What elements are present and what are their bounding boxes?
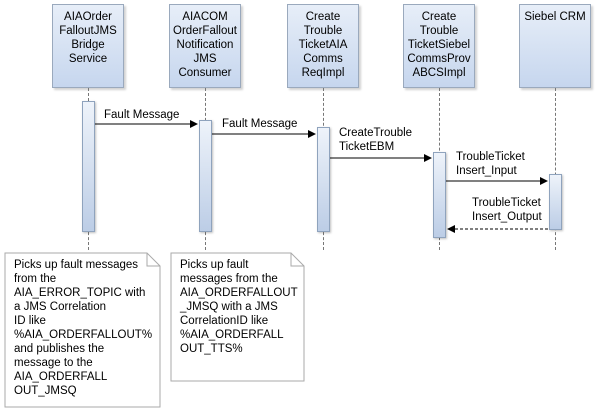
note-line: ID like [14, 315, 46, 327]
note-bridge-service: Picks up fault messages from the AIA_ERR… [4, 252, 161, 408]
message-label-line: TroubleTicket [472, 197, 541, 209]
note-line: OUT_TTS% [180, 343, 243, 355]
note-line: %AIA_ORDERFALL [180, 329, 284, 341]
note-jms-consumer: Picks up fault messages from the AIA_ORD… [170, 252, 305, 382]
note-line: OUT_JMSQ [14, 385, 77, 397]
activation-bar-p5 [549, 174, 562, 230]
participant-label-line: Comms [303, 53, 343, 65]
message-label-line: Fault Message [222, 118, 298, 130]
message-label-fault-message-2: Fault Message [222, 117, 297, 131]
message-label-line: Fault Message [104, 109, 180, 121]
participant-label-line: Create [305, 11, 341, 23]
note-line: AIA_ORDERFALLOUT [180, 287, 298, 299]
participant-label-line: Siebel CRM [524, 11, 586, 23]
participant-label-line: Trouble [303, 25, 343, 37]
note-shape [4, 252, 161, 408]
participant-label-line: Notification [176, 39, 234, 51]
note-line: from the [14, 273, 57, 285]
activation-bar-p3 [317, 127, 330, 232]
participant-aiaorder-fallout-jms-bridge-service: AIAOrder FalloutJMS Bridge Service [52, 4, 124, 88]
message-label-line: Insert_Output [472, 211, 542, 223]
participant-label-line: Service [68, 53, 108, 65]
activation-bar-p4 [433, 152, 446, 238]
activation-bar-p2 [199, 120, 212, 232]
note-text: Picks up fault messages from the AIA_ERR… [14, 258, 152, 398]
participant-create-trouble-ticket-siebel-comms-prov-abcs-impl: Create Trouble TicketSiebel CommsProv AB… [403, 4, 475, 88]
participant-aiacom-order-fallout-notification-jms-consumer: AIACOM OrderFallout Notification JMS Con… [169, 4, 241, 88]
participant-label-line: ReqImpl [301, 67, 345, 79]
participant-label-line: Trouble [419, 25, 459, 37]
message-label-trouble-ticket-insert-output: TroubleTicket Insert_Output [472, 196, 542, 224]
participant-label-line: Create [421, 11, 457, 23]
participant-label-line: TicketSiebel [407, 39, 471, 51]
participant-label-line: TicketAIA [298, 39, 348, 51]
note-line: and publishes the [14, 343, 105, 355]
participant-label-line: AIACOM [182, 11, 228, 23]
message-label-line: TicketEBM [339, 141, 395, 153]
lifeline-p5 [555, 88, 556, 250]
note-line: AIA_ORDERFALL [14, 371, 108, 383]
note-shape [170, 252, 305, 382]
participant-label-line: OrderFallout [173, 25, 237, 37]
message-label-create-trouble-ticket-ebm: CreateTrouble TicketEBM [339, 126, 412, 154]
note-line: Picks up fault [180, 259, 249, 271]
participant-label-line: Consumer [178, 67, 232, 79]
participant-label-line: JMS [193, 53, 217, 65]
participant-label-line: FalloutJMS [59, 25, 117, 37]
note-line: AIA_ERROR_TOPIC with [14, 287, 146, 299]
message-label-line: CreateTrouble [339, 127, 413, 139]
note-line: CorrelationID like [180, 315, 269, 327]
message-label-line: TroubleTicket [456, 151, 525, 163]
note-line: message to the [14, 357, 93, 369]
note-line: a JMS Correlation [14, 301, 107, 313]
message-label-line: Insert_Input [456, 165, 517, 177]
note-line: %AIA_ORDERFALLOUT% [14, 329, 153, 341]
activation-bar-p1 [82, 101, 95, 232]
participant-label-line: CommsProv [407, 53, 471, 65]
participant-label-line: AIAOrder [64, 11, 112, 23]
note-line: messages from the [180, 273, 278, 285]
note-line: _JMSQ with a JMS [180, 301, 278, 313]
participant-label-line: Bridge [71, 39, 105, 51]
participant-siebel-crm: Siebel CRM [519, 4, 591, 88]
participant-label-line: ABCSImpl [412, 67, 466, 79]
participant-create-trouble-ticket-aia-comms-req-impl: Create Trouble TicketAIA Comms ReqImpl [287, 4, 359, 88]
note-line: Picks up fault messages [14, 259, 139, 271]
message-label-fault-message-1: Fault Message [104, 108, 179, 122]
note-text: Picks up fault messages from the AIA_ORD… [180, 258, 298, 356]
message-label-trouble-ticket-insert-input: TroubleTicket Insert_Input [456, 150, 525, 178]
